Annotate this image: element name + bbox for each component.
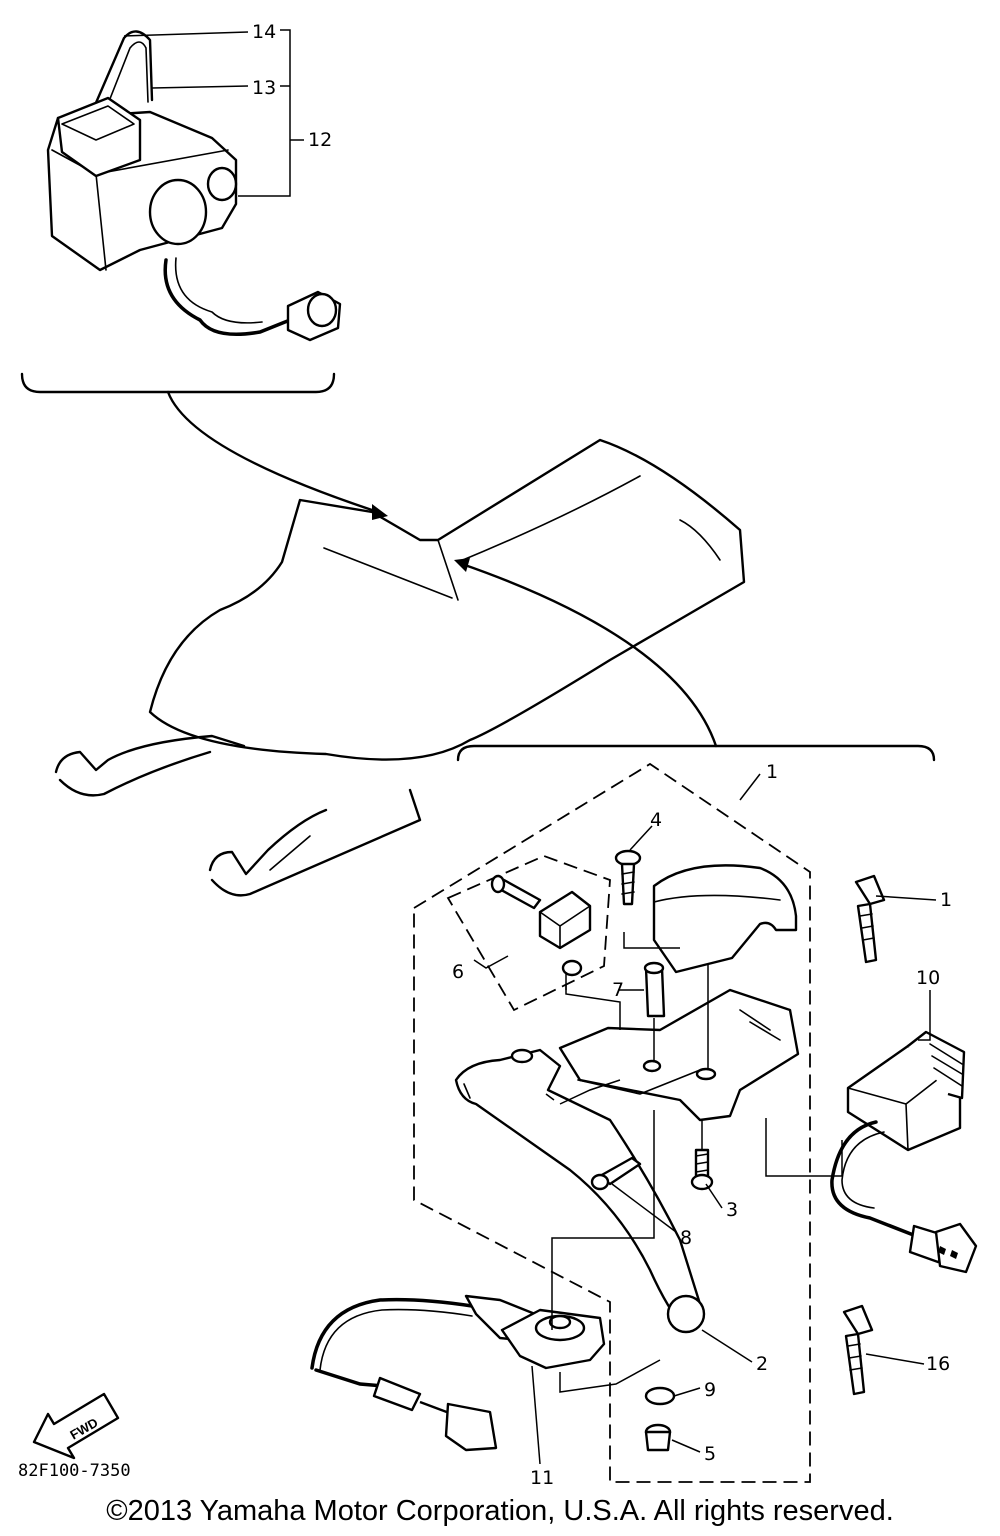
main-assembly-bracket	[456, 744, 936, 762]
fwd-arrow-icon: FWD	[32, 1392, 120, 1460]
callout-10: 10	[916, 967, 940, 989]
callout-12: 12	[308, 129, 332, 151]
cable-tie-1	[854, 874, 886, 964]
brake-lever-2	[454, 1048, 706, 1334]
lever-switch-11	[310, 1294, 606, 1452]
washer-9	[644, 1386, 676, 1406]
copyright-notice: ©2013 Yamaha Motor Corporation, U.S.A. A…	[106, 1495, 894, 1527]
leader-curve-upper	[166, 390, 380, 514]
callout-16: 16	[926, 1353, 950, 1375]
callout-8: 8	[680, 1227, 692, 1249]
nut-5	[644, 1430, 672, 1452]
spacer-7	[643, 961, 666, 1018]
bolt-8	[590, 1156, 642, 1191]
leader-curve-lower	[460, 562, 718, 748]
callout-9: 9	[704, 1379, 716, 1401]
callout-2: 2	[756, 1353, 768, 1375]
callout-14: 14	[252, 21, 276, 43]
callout-1-cable-tie: 1	[940, 889, 952, 911]
sub-assembly-6	[490, 874, 592, 977]
control-unit-10	[830, 1030, 978, 1274]
callout-1-assembly: 1	[766, 761, 778, 783]
callout-5: 5	[704, 1443, 716, 1465]
diagram-code: 82F100-7350	[18, 1461, 131, 1481]
screw-4	[614, 849, 642, 906]
callout-11: 11	[530, 1467, 554, 1489]
callout-7: 7	[612, 979, 624, 1001]
callout-3: 3	[726, 1199, 738, 1221]
snowmobile-outline	[54, 438, 746, 897]
cable-tie-16	[842, 1304, 874, 1396]
lever-cover	[652, 864, 798, 974]
callout-13: 13	[252, 77, 276, 99]
callout-6: 6	[452, 961, 464, 983]
sub-assembly-boundary	[446, 855, 611, 1012]
callout-4: 4	[650, 809, 662, 831]
callout-leaders	[473, 773, 937, 1465]
lever-base	[558, 988, 800, 1122]
bolt-3	[690, 1148, 714, 1191]
switch-assembly-inset	[20, 29, 342, 394]
callout-numbers: 14 13 12 1 4 1 6 7 10 3 8 2 16 9 5 11	[252, 21, 952, 1489]
main-assembly-boundary	[413, 762, 811, 1483]
